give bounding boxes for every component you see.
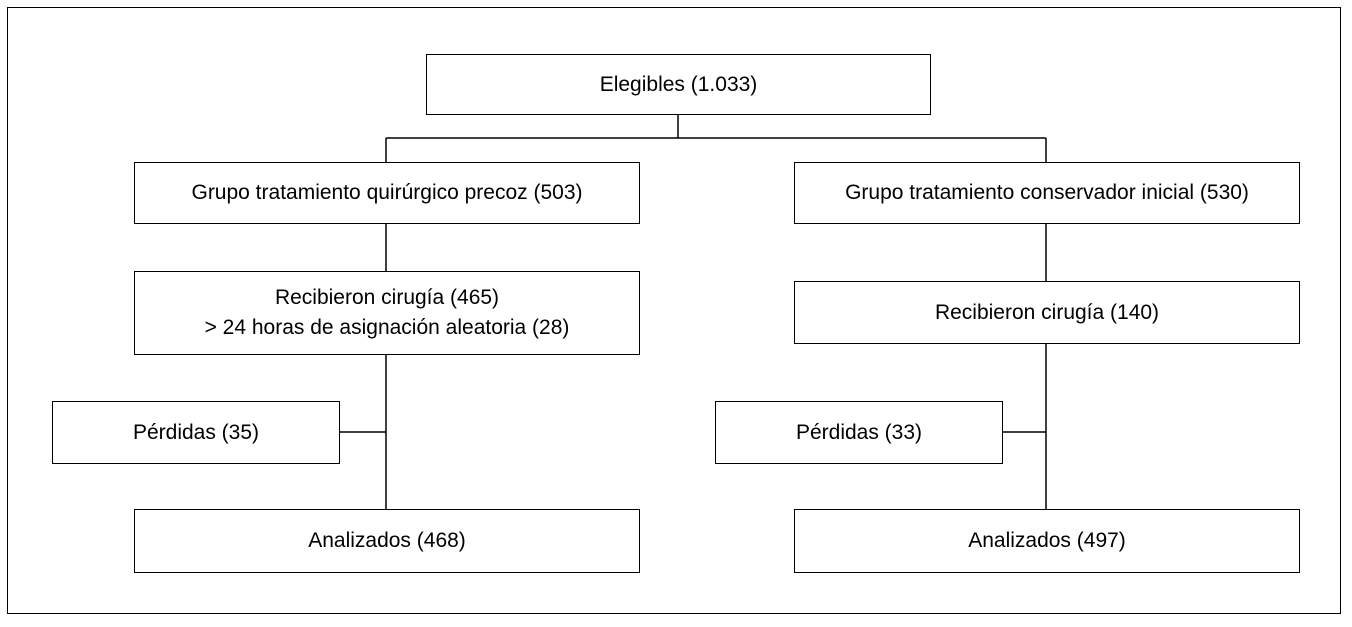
recibieron-cirugia-left-label: Recibieron cirugía (465) bbox=[274, 286, 500, 309]
analizados-right-box: Analizados (497) bbox=[794, 509, 1300, 573]
recibieron-cirugia-right-box: Recibieron cirugía (140) bbox=[794, 281, 1300, 344]
asignacion-aleatoria-label: > 24 horas de asignación aleatoria (28) bbox=[204, 316, 570, 339]
grupo-conservador-label: Grupo tratamiento conservador inicial (5… bbox=[845, 181, 1249, 204]
perdidas-right-label: Pérdidas (33) bbox=[795, 420, 923, 444]
perdidas-left-label: Pérdidas (35) bbox=[132, 420, 260, 444]
elegibles-box: Elegibles (1.033) bbox=[426, 54, 931, 115]
grupo-quirurgico-box: Grupo tratamiento quirúrgico precoz (503… bbox=[134, 162, 640, 224]
analizados-right-label: Analizados (497) bbox=[968, 529, 1126, 552]
recibieron-cirugia-right-label: Recibieron cirugía (140) bbox=[934, 300, 1160, 324]
analizados-left-box: Analizados (468) bbox=[134, 509, 640, 573]
perdidas-left-box: Pérdidas (35) bbox=[52, 401, 340, 464]
diagram-frame bbox=[7, 7, 1341, 614]
grupo-conservador-box: Grupo tratamiento conservador inicial (5… bbox=[794, 162, 1300, 224]
elegibles-label: Elegibles (1.033) bbox=[599, 72, 758, 96]
analizados-left-label: Analizados (468) bbox=[308, 529, 466, 552]
perdidas-right-box: Pérdidas (33) bbox=[715, 401, 1003, 464]
grupo-quirurgico-label: Grupo tratamiento quirúrgico precoz (503… bbox=[191, 181, 583, 204]
recibieron-cirugia-left-box: Recibieron cirugía (465) > 24 horas de a… bbox=[134, 271, 640, 355]
